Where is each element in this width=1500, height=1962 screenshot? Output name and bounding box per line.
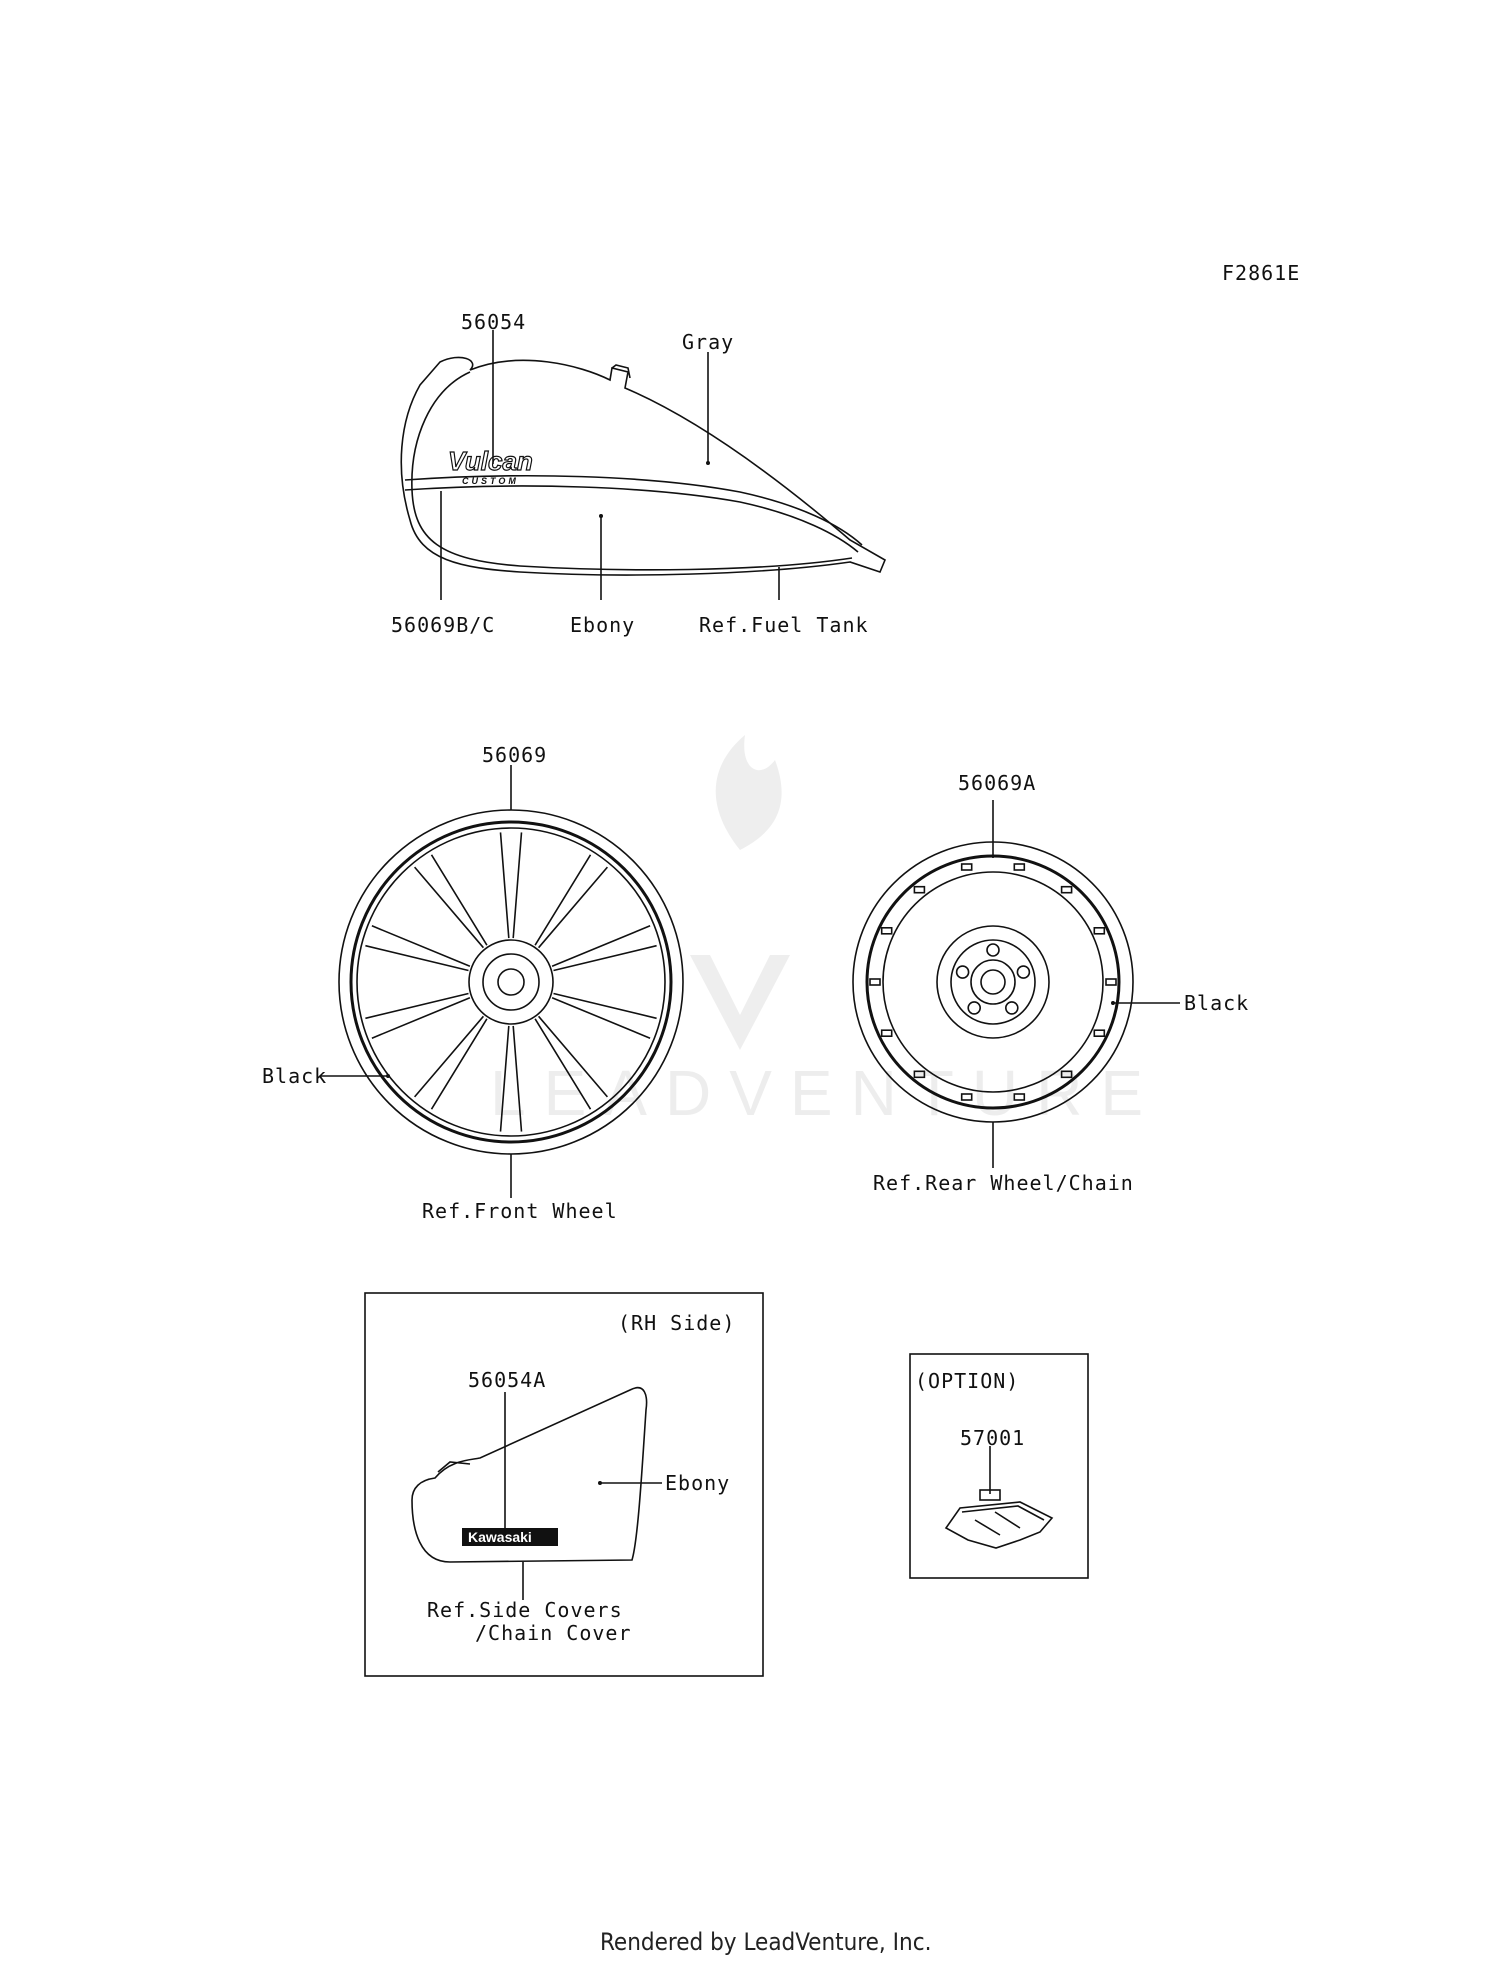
rear-hub-bolt bbox=[967, 1001, 982, 1015]
tank-part-56069bc: 56069B/C bbox=[391, 613, 495, 637]
tank-part-56054: 56054 bbox=[461, 310, 526, 334]
vulcan-logo: Vulcan bbox=[448, 446, 533, 476]
option-part-drawing bbox=[944, 1446, 1054, 1549]
side-cover-part-56054a: 56054A bbox=[468, 1368, 546, 1392]
option-part-57001: 57001 bbox=[960, 1426, 1025, 1450]
rear-wheel-mark bbox=[1060, 1070, 1073, 1079]
rear-wheel-mark bbox=[1093, 926, 1106, 935]
leadventure-watermark: LEADVENTURE bbox=[490, 735, 1161, 1129]
tank-color-gray: Gray bbox=[682, 330, 734, 354]
rear-wheel-mark bbox=[1060, 885, 1073, 894]
rear-wheel-mark bbox=[960, 1093, 973, 1101]
svg-text:LEADVENTURE: LEADVENTURE bbox=[490, 1057, 1161, 1129]
side-cover-ref-line1: Ref.Side Covers bbox=[427, 1598, 623, 1622]
front-wheel-spoke bbox=[413, 854, 488, 949]
tank-ref-label: Ref.Fuel Tank bbox=[699, 613, 869, 637]
rear-wheel-mark bbox=[880, 926, 893, 935]
front-wheel-spoke bbox=[413, 1015, 488, 1110]
rear-wheel-mark bbox=[913, 1070, 926, 1079]
front-wheel-spoke bbox=[534, 854, 609, 949]
rear-wheel-part-56069a: 56069A bbox=[958, 771, 1036, 795]
side-cover-color-ebony: Ebony bbox=[665, 1471, 730, 1495]
tank-color-ebony: Ebony bbox=[570, 613, 635, 637]
rear-wheel-mark bbox=[1013, 863, 1026, 871]
rear-wheel-mark bbox=[869, 978, 881, 986]
rear-wheel-mark bbox=[960, 863, 973, 871]
front-wheel-spoke bbox=[534, 1015, 609, 1110]
rear-wheel-drawing bbox=[852, 800, 1180, 1168]
rear-wheel-color-black: Black bbox=[1184, 991, 1249, 1015]
rear-wheel-mark bbox=[1093, 1029, 1106, 1037]
front-wheel-spoke bbox=[551, 925, 657, 972]
option-box bbox=[909, 1353, 1089, 1579]
figure-code: F2861E bbox=[1222, 261, 1300, 285]
rear-hub-bolt bbox=[986, 943, 1000, 957]
side-cover-ref-line2: /Chain Cover bbox=[475, 1621, 632, 1645]
rear-hub-bolt bbox=[1016, 965, 1031, 979]
front-wheel-spoke bbox=[499, 832, 523, 939]
rear-wheel-ref-label: Ref.Rear Wheel/Chain bbox=[873, 1171, 1134, 1195]
front-wheel-part-56069: 56069 bbox=[482, 743, 547, 767]
rear-wheel-mark bbox=[913, 885, 926, 894]
rear-wheel-mark bbox=[880, 1029, 893, 1037]
front-wheel-spoke bbox=[365, 925, 471, 972]
rear-hub-bolt bbox=[1004, 1001, 1019, 1015]
front-wheel-drawing bbox=[320, 765, 684, 1198]
front-wheel-spoke bbox=[499, 1025, 523, 1132]
front-wheel-spoke bbox=[365, 992, 471, 1039]
option-title: (OPTION) bbox=[915, 1369, 1019, 1393]
rh-side-box bbox=[364, 1292, 764, 1677]
rear-hub-bolt bbox=[955, 965, 970, 979]
rh-side-title: (RH Side) bbox=[618, 1311, 735, 1335]
front-wheel-spoke bbox=[551, 992, 657, 1039]
kawasaki-logo: Kawasaki bbox=[468, 1529, 532, 1545]
front-wheel-color-black: Black bbox=[262, 1064, 327, 1088]
front-wheel-ref-label: Ref.Front Wheel bbox=[422, 1199, 618, 1223]
fuel-tank-drawing: Vulcan CUSTOM bbox=[400, 330, 887, 600]
footer-credit: Rendered by LeadVenture, Inc. bbox=[600, 1928, 931, 1956]
side-cover-drawing: Kawasaki bbox=[411, 1386, 662, 1600]
rear-wheel-mark bbox=[1013, 1093, 1026, 1101]
rear-wheel-mark bbox=[1105, 978, 1117, 986]
vulcan-custom-logo: CUSTOM bbox=[462, 476, 519, 486]
